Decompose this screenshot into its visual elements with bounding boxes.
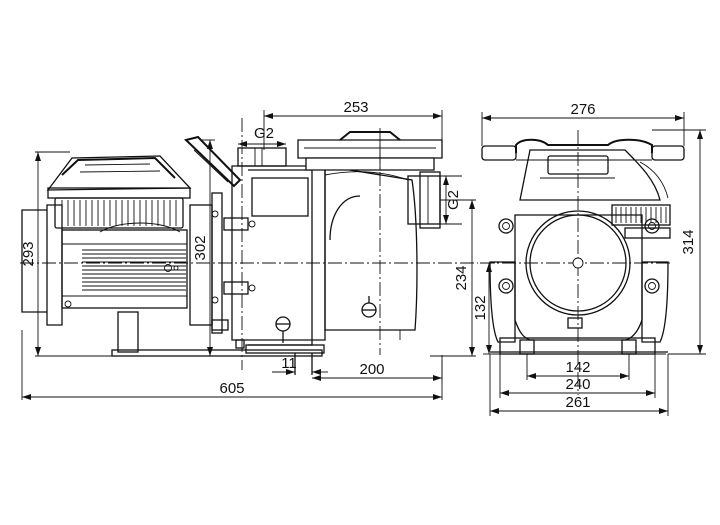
dim-inlet-center-height: 234 bbox=[453, 265, 470, 290]
dim-shaft-height: 132 bbox=[472, 295, 489, 320]
side-view bbox=[20, 118, 478, 375]
motor-end-cap bbox=[21, 204, 72, 326]
front-handle bbox=[481, 138, 685, 161]
dim-base-length: 200 bbox=[359, 361, 384, 378]
dim-overall-width: 276 bbox=[570, 101, 595, 118]
dim-base-offset: 11 bbox=[281, 355, 297, 372]
front-drive-housing bbox=[519, 149, 671, 239]
dim-inlet-thread-top: G2 bbox=[254, 125, 274, 142]
dim-foot-inner-width: 142 bbox=[565, 359, 590, 376]
motor-body bbox=[61, 229, 188, 309]
adaptor-flange bbox=[189, 192, 256, 349]
pump-housing bbox=[184, 131, 443, 375]
dim-pump-height: 302 bbox=[192, 235, 209, 260]
dim-overall-length: 605 bbox=[219, 380, 244, 397]
dim-strainer-length: 253 bbox=[343, 99, 368, 116]
dimension-lines: 605 293 302 253 G2 G2 234 11 bbox=[20, 99, 706, 416]
front-view bbox=[480, 130, 685, 395]
dim-body-width: 261 bbox=[565, 394, 590, 411]
dim-foot-outer-width: 240 bbox=[565, 376, 590, 393]
motor-fan-cover bbox=[514, 210, 643, 341]
front-feet bbox=[490, 337, 668, 355]
dim-motor-height: 293 bbox=[20, 241, 37, 266]
dim-overall-height: 314 bbox=[680, 229, 697, 254]
motor-foot bbox=[111, 311, 323, 357]
drive-housing bbox=[46, 155, 192, 233]
